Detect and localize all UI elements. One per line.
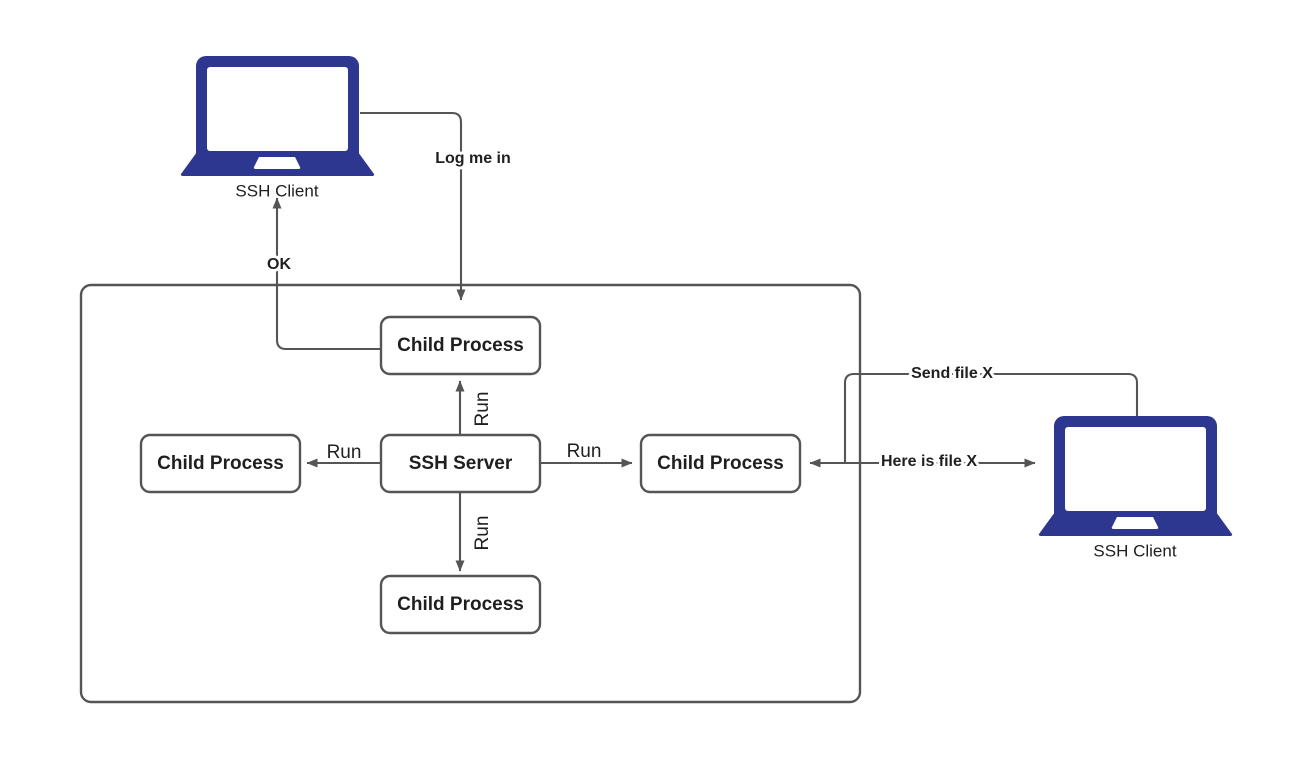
laptop-top-notch-icon [253, 157, 301, 169]
node-ssh-client-right[interactable]: SSH Client [1038, 416, 1233, 560]
ssh-server-host-boundary [79, 283, 862, 704]
edge-run-up-label: Run [472, 392, 493, 427]
node-child-process-right[interactable]: Child Process [639, 433, 802, 494]
node-child-process-left[interactable]: Child Process [139, 433, 302, 494]
child-process-top-label: Child Process [397, 335, 524, 356]
node-ssh-client-top[interactable]: SSH Client [180, 56, 375, 200]
child-process-bottom-label: Child Process [397, 594, 524, 615]
edge-ok-line [272, 197, 381, 351]
edge-ok-label: OK [267, 256, 291, 273]
edge-run-right-label: Run [567, 441, 602, 462]
node-child-process-bottom[interactable]: Child Process [379, 574, 542, 635]
edge-run-down-label: Run [472, 516, 493, 551]
child-process-bottom-box[interactable] [379, 574, 542, 635]
laptop-right-screen-inner [1065, 427, 1206, 511]
node-child-process-top[interactable]: Child Process [379, 315, 542, 376]
child-process-right-label: Child Process [657, 453, 784, 474]
child-process-top-box[interactable] [379, 315, 542, 376]
edge-send-file-x-line [843, 372, 1139, 463]
edge-send-file-x-label: Send file X [911, 365, 993, 382]
edge-here-is-file-x-label: Here is file X [881, 453, 977, 470]
ssh-server-box[interactable] [379, 433, 542, 494]
ssh-client-right-label: SSH Client [1093, 541, 1176, 560]
child-process-right-box[interactable] [639, 433, 802, 494]
ssh-server-label: SSH Server [409, 453, 513, 474]
child-process-left-box[interactable] [139, 433, 302, 494]
node-ssh-server[interactable]: SSH Server [379, 433, 542, 494]
child-process-left-label: Child Process [157, 453, 284, 474]
ssh-client-top-label: SSH Client [235, 181, 318, 200]
laptop-top-screen-inner [207, 67, 348, 151]
edge-log-me-in-line [360, 111, 466, 301]
laptop-right-notch-icon [1111, 517, 1159, 529]
edge-run-left-label: Run [327, 442, 362, 463]
edge-log-me-in-label: Log me in [435, 150, 511, 167]
